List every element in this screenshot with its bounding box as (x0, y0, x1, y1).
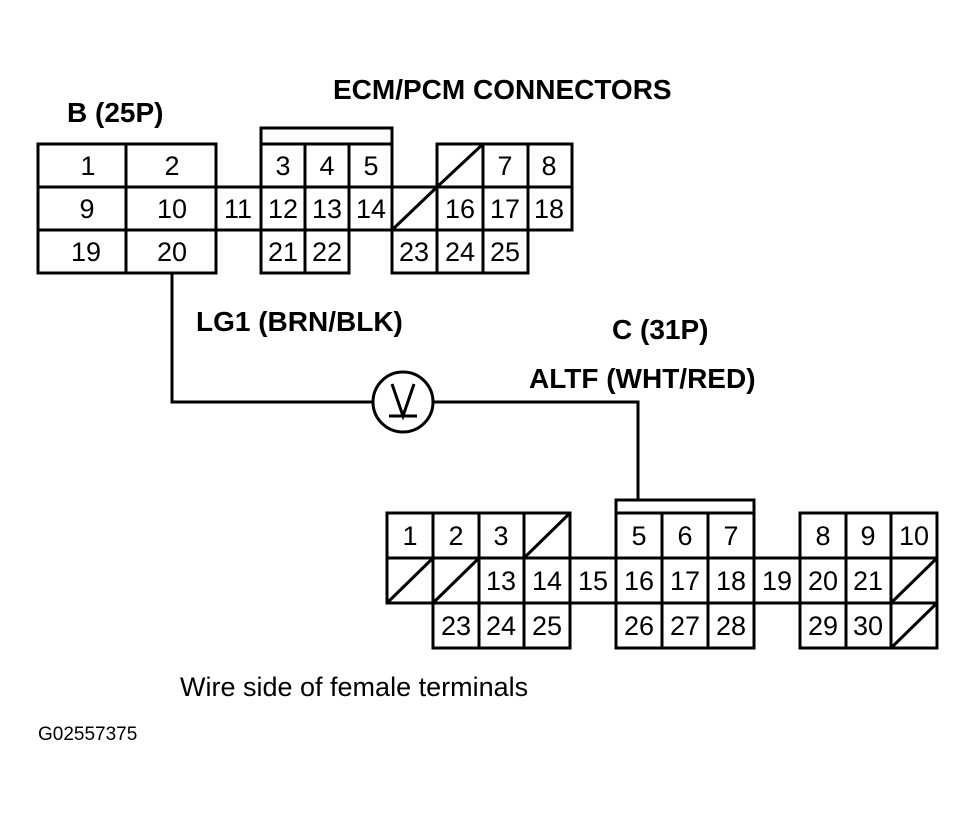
terminal-label: 4 (319, 151, 334, 181)
terminal-label: 23 (441, 611, 471, 641)
terminal-label: 8 (815, 521, 830, 551)
connector-c-blank-slash (522, 511, 572, 560)
terminal-label: 29 (808, 611, 838, 641)
terminal-label: 6 (677, 521, 692, 551)
terminal-label: 15 (578, 566, 608, 596)
connector-b: 1 2 3 4 5 7 8 9 10 11 12 13 14 16 17 18 … (36, 126, 574, 275)
terminal-label: 13 (312, 194, 342, 224)
connector-c-cell-5 (614, 511, 664, 560)
caption: Wire side of female terminals (180, 672, 528, 702)
connector-b-cell-24 (435, 228, 485, 275)
terminal-label: 10 (157, 194, 187, 224)
connector-b-label: B (25P) (67, 97, 163, 128)
terminal-label: 12 (268, 194, 298, 224)
terminal-label: 11 (224, 194, 252, 224)
connector-c-blank-slash (889, 601, 939, 650)
connector-c-cell-28 (706, 601, 756, 650)
connector-b-cell-16 (435, 185, 485, 232)
terminal-label: 24 (445, 237, 475, 267)
terminal-label: 21 (268, 237, 298, 267)
terminal-label: 22 (312, 237, 342, 267)
terminal-label: 8 (541, 151, 556, 181)
terminal-label: 19 (71, 237, 101, 267)
terminal-label: 2 (164, 151, 179, 181)
terminal-label: 16 (445, 194, 475, 224)
terminal-label: 9 (79, 194, 94, 224)
wire-b-label: LG1 (BRN/BLK) (196, 306, 403, 337)
connector-c: 1 2 3 5 6 7 8 9 10 13 14 15 16 17 18 19 … (385, 498, 939, 650)
connector-c-cell-24 (477, 601, 526, 650)
connector-b-lock-tab (259, 126, 394, 144)
voltmeter-icon (371, 370, 435, 434)
terminal-label: 1 (80, 151, 95, 181)
connector-b-blank-slash (390, 185, 439, 232)
terminal-label: 5 (631, 521, 646, 551)
terminal-label: 13 (486, 566, 516, 596)
wire-c (433, 400, 640, 500)
connector-b-cell-20 (124, 228, 218, 275)
terminal-label: 1 (402, 521, 417, 551)
terminal-label: 23 (399, 237, 429, 267)
connector-c-blank-slash (385, 556, 435, 605)
connector-b-cell-19 (36, 228, 128, 275)
terminal-label: 28 (716, 611, 746, 641)
terminal-label: 26 (624, 611, 654, 641)
terminal-label: 18 (534, 194, 564, 224)
terminal-label: 20 (808, 566, 838, 596)
connector-b-cell-3 (259, 142, 307, 189)
terminal-label: 20 (157, 237, 187, 267)
connector-c-cell-7 (706, 511, 756, 560)
connector-c-label: C (31P) (612, 314, 708, 345)
terminal-label: 7 (497, 151, 512, 181)
connector-b-cell-5 (347, 142, 394, 189)
connector-c-cell-29 (798, 601, 848, 650)
terminal-label: 17 (670, 566, 700, 596)
terminal-label: 7 (723, 521, 738, 551)
terminal-label: 27 (670, 611, 700, 641)
terminal-label: 18 (716, 566, 746, 596)
connector-b-blank-slash (435, 142, 485, 189)
connector-c-blank-slash (889, 556, 939, 605)
connector-c-cell-10 (889, 511, 939, 560)
terminal-label: 16 (624, 566, 654, 596)
terminal-label: 19 (762, 566, 792, 596)
connector-c-cell-1 (385, 511, 435, 560)
terminal-label: 5 (363, 151, 378, 181)
connector-c-cell-27 (660, 601, 710, 650)
connector-b-cell-25 (481, 228, 530, 275)
terminal-label: 3 (275, 151, 290, 181)
connector-c-cell-17 (660, 556, 710, 605)
terminal-label: 25 (532, 611, 562, 641)
terminal-label: 17 (490, 194, 520, 224)
terminal-label: 14 (356, 194, 386, 224)
connector-b-cell-22 (303, 228, 351, 275)
connector-c-cell-25 (522, 601, 572, 650)
terminal-label: 9 (860, 521, 875, 551)
terminal-label: 14 (532, 566, 562, 596)
connector-b-cell-23 (390, 228, 439, 275)
diagram-title: ECM/PCM CONNECTORS (333, 74, 672, 105)
terminal-label: 24 (486, 611, 516, 641)
wire-b (170, 273, 373, 404)
connector-c-cell-21 (844, 556, 893, 605)
connector-b-cell-18 (526, 185, 574, 232)
connector-c-cell-19 (752, 556, 802, 605)
terminal-label: 30 (853, 611, 883, 641)
terminal-label: 21 (853, 566, 883, 596)
terminal-label: 10 (899, 521, 929, 551)
terminal-label: 2 (448, 521, 463, 551)
connector-c-lock-tab (614, 498, 756, 513)
wire-c-label: ALTF (WHT/RED) (529, 363, 756, 394)
terminal-label: 3 (493, 521, 508, 551)
connector-c-blank-slash (431, 556, 481, 605)
figure-id: G02557375 (38, 724, 137, 745)
terminal-label: 25 (490, 237, 520, 267)
